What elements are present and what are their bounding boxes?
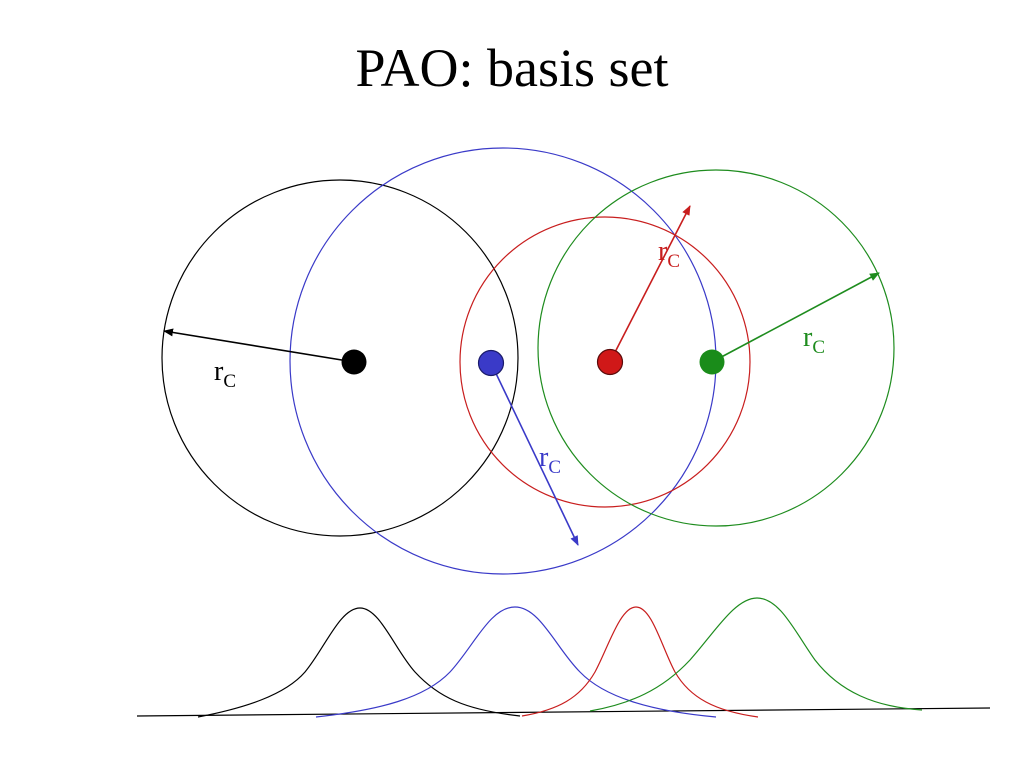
radial-function-black — [197, 607, 521, 718]
atom-black — [341, 349, 367, 375]
atom-red — [596, 348, 624, 376]
radius-arrow-red — [609, 205, 691, 363]
radius-arrow-black — [163, 328, 355, 363]
radius-arrow-blue — [490, 362, 579, 546]
cutoff-circle-green — [537, 169, 895, 527]
cutoff-circle-black — [161, 179, 519, 537]
rc-label-blue: rC — [539, 442, 561, 478]
rc-label-black: rC — [214, 356, 236, 392]
rc-label-green: rC — [803, 322, 825, 358]
radial-function-red — [521, 606, 759, 718]
cutoff-circle-red — [459, 216, 751, 508]
radial-function-green — [589, 597, 923, 712]
radial-function-blue — [315, 606, 717, 718]
baseline — [136, 707, 991, 717]
atom-blue — [477, 349, 505, 377]
radius-arrow-green — [711, 272, 880, 363]
rc-label-red: rC — [658, 236, 680, 272]
slide-title: PAO: basis set — [355, 38, 669, 98]
atom-green — [699, 349, 725, 375]
